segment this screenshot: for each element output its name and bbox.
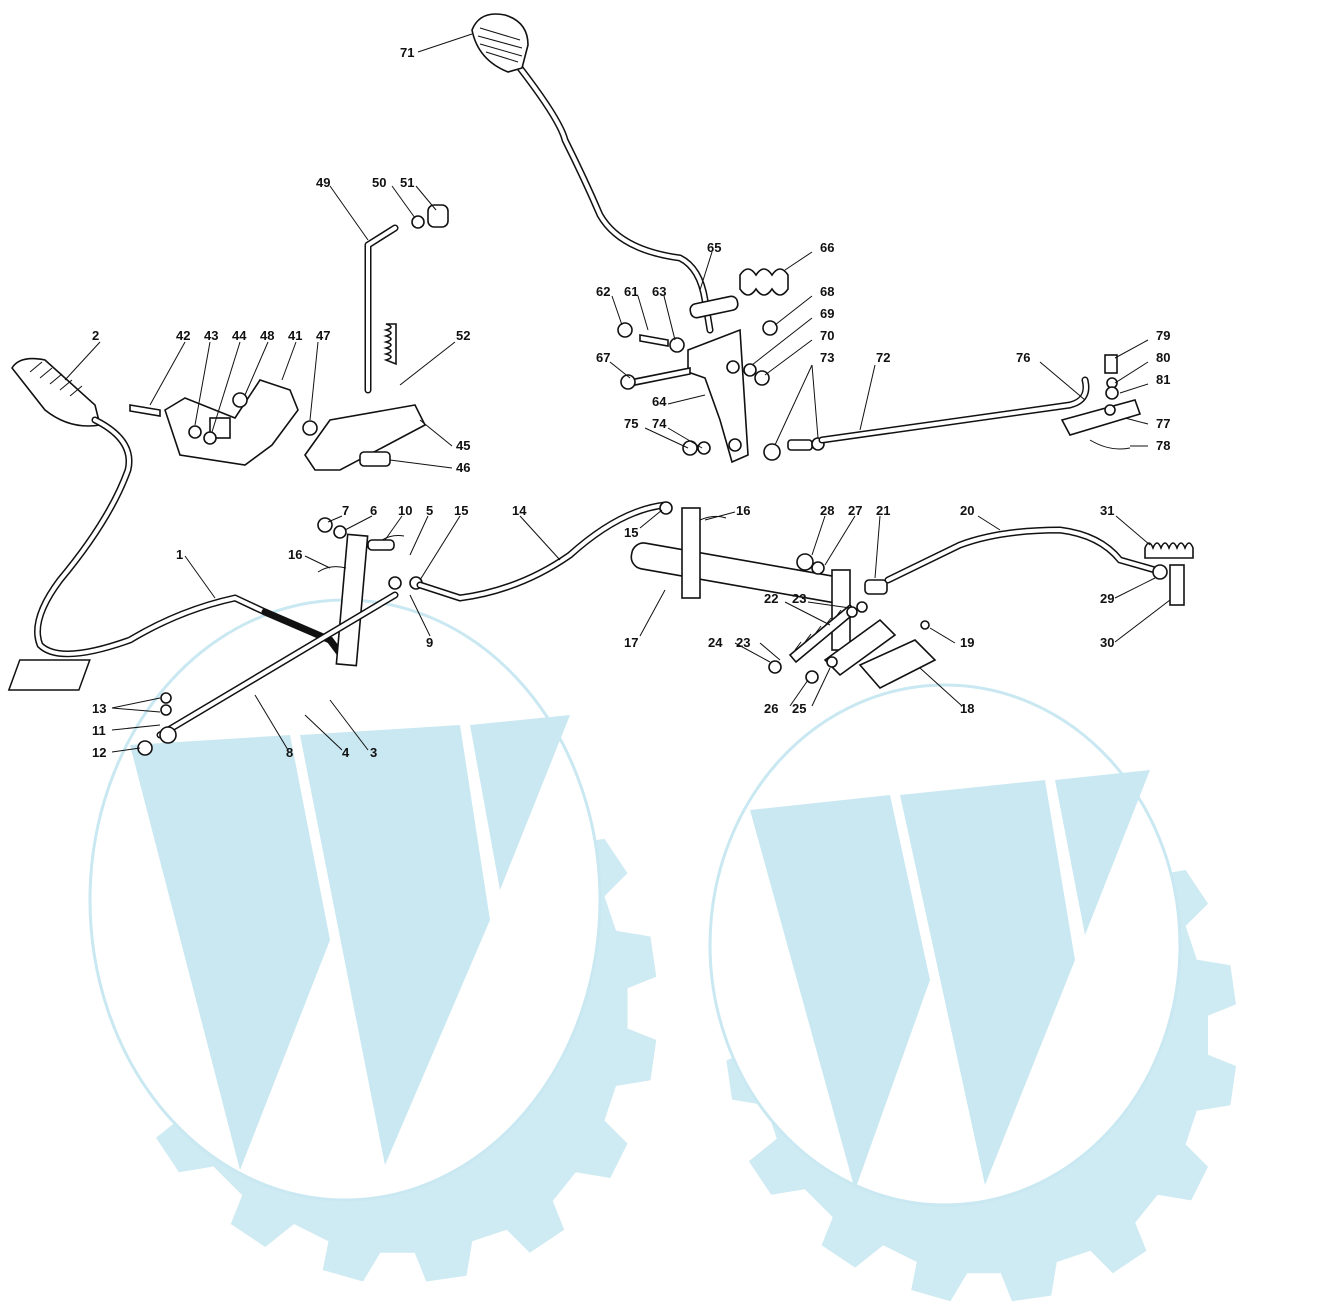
callout-76: 76: [1016, 350, 1030, 365]
callout-28: 28: [820, 503, 834, 518]
callout-15-right: 15: [624, 525, 638, 540]
callout-43: 43: [204, 328, 218, 343]
callout-labels: 71 49 50 51 2 42 43 44 48 41 47 52 45 46…: [92, 45, 1170, 760]
callout-66: 66: [820, 240, 834, 255]
watermark-gear-left: [88, 598, 657, 1282]
callout-19: 19: [960, 635, 974, 650]
callout-70: 70: [820, 328, 834, 343]
watermark-gear-right: [708, 683, 1236, 1302]
callout-22: 22: [764, 591, 778, 606]
callout-78: 78: [1156, 438, 1170, 453]
plate-45: [304, 404, 427, 471]
callout-81: 81: [1156, 372, 1170, 387]
clamp-18: [858, 639, 937, 689]
callout-1: 1: [176, 547, 183, 562]
callout-31: 31: [1100, 503, 1114, 518]
callout-51: 51: [400, 175, 414, 190]
callout-4: 4: [342, 745, 350, 760]
callout-18: 18: [960, 701, 974, 716]
callout-29: 29: [1100, 591, 1114, 606]
callout-8: 8: [286, 745, 293, 760]
callout-46: 46: [456, 460, 470, 475]
callout-25: 25: [792, 701, 806, 716]
callout-16-left: 16: [288, 547, 302, 562]
rod-assembly-49: [304, 204, 449, 471]
torsion-spring-66: [739, 268, 789, 296]
callout-63: 63: [652, 284, 666, 299]
callout-10: 10: [398, 503, 412, 518]
callout-6: 6: [370, 503, 377, 518]
callout-75: 75: [624, 416, 638, 431]
callout-42: 42: [176, 328, 190, 343]
callout-65: 65: [707, 240, 721, 255]
callout-20: 20: [960, 503, 974, 518]
callout-49: 49: [316, 175, 330, 190]
callout-24: 24: [708, 635, 723, 650]
lower-right-assembly: [768, 526, 1194, 689]
watermark-logo: [88, 598, 1236, 1302]
callout-16-right: 16: [736, 503, 750, 518]
callout-30: 30: [1100, 635, 1114, 650]
callout-15-left: 15: [454, 503, 468, 518]
callout-80: 80: [1156, 350, 1170, 365]
callout-69: 69: [820, 306, 834, 321]
callout-23-lower: 23: [736, 635, 750, 650]
pedal-pad: [11, 357, 101, 427]
callout-48: 48: [260, 328, 274, 343]
callout-45: 45: [456, 438, 470, 453]
callout-79: 79: [1156, 328, 1170, 343]
callout-3: 3: [370, 745, 377, 760]
callout-62: 62: [596, 284, 610, 299]
leader-lines: [64, 33, 1171, 753]
callout-68: 68: [820, 284, 834, 299]
callout-74: 74: [652, 416, 667, 431]
callout-71: 71: [400, 45, 414, 60]
callout-5: 5: [426, 503, 433, 518]
callout-72: 72: [876, 350, 890, 365]
callout-11: 11: [92, 723, 106, 738]
callout-47: 47: [316, 328, 330, 343]
callout-17: 17: [624, 635, 638, 650]
callout-21: 21: [876, 503, 890, 518]
grip-knob: [471, 13, 529, 73]
lever-assembly-65-71: [471, 13, 1142, 464]
pivot-tube: [689, 295, 739, 319]
callout-27: 27: [848, 503, 862, 518]
callout-44: 44: [232, 328, 247, 343]
callout-64: 64: [652, 394, 667, 409]
callout-67: 67: [596, 350, 610, 365]
callout-2: 2: [92, 328, 99, 343]
callout-12: 12: [92, 745, 106, 760]
rod-14-shaft-17: [416, 501, 850, 604]
callout-52: 52: [456, 328, 470, 343]
callout-26: 26: [764, 701, 778, 716]
callout-77: 77: [1156, 416, 1170, 431]
callout-61: 61: [624, 284, 638, 299]
callout-7: 7: [342, 503, 349, 518]
bracket-41: [129, 379, 318, 466]
callout-9: 9: [426, 635, 433, 650]
callout-14: 14: [512, 503, 527, 518]
callout-13: 13: [92, 701, 106, 716]
callout-73: 73: [820, 350, 834, 365]
pedal-assembly-2: [11, 357, 269, 658]
callout-41: 41: [288, 328, 302, 343]
callout-50: 50: [372, 175, 386, 190]
lower-left-assembly: [7, 517, 423, 756]
callout-23-upper: 23: [792, 591, 806, 606]
